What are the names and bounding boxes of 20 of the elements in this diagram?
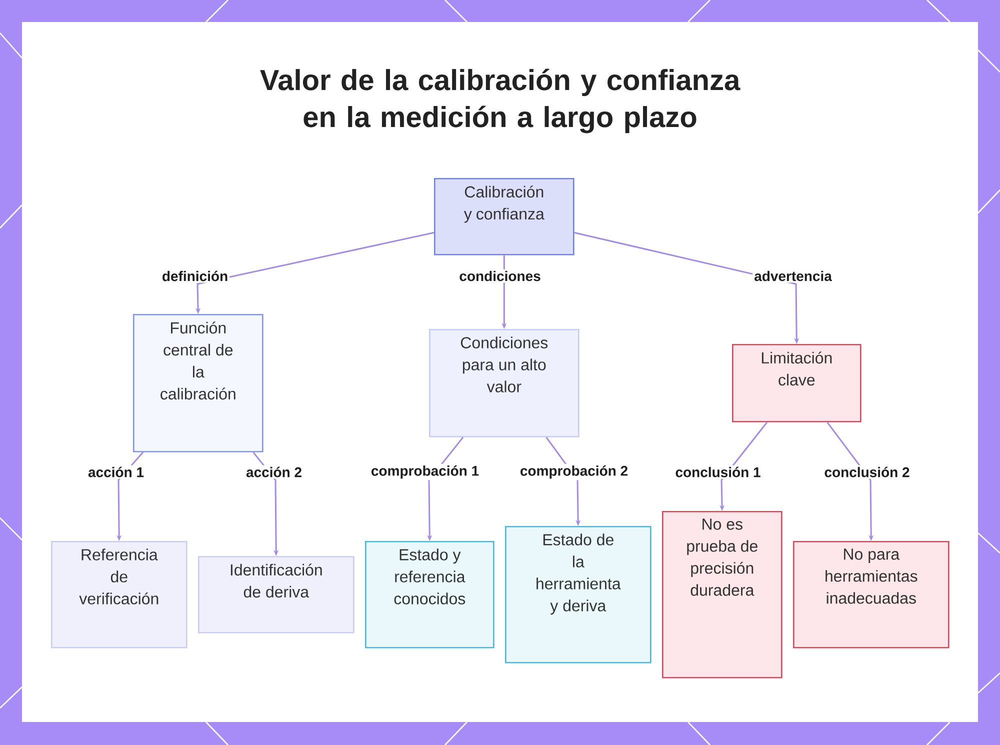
edge-label: conclusión 2 [822,465,912,479]
edge-label: acción 2 [244,465,304,479]
concept-box: Condiciones para un alto valor [429,329,580,438]
concept-box: Limitación clave [732,344,862,422]
concept-box: No para herramientas inadecuadas [793,541,950,648]
concept-box: Identificación de deriva [198,556,354,634]
concept-box: Referencia de verificación [51,541,188,648]
edge-label: comprobación 1 [369,464,481,480]
edge-label: conclusión 1 [674,465,762,479]
concept-box: Estado de la herramienta y deriva [505,526,652,664]
edge-label: condiciones [458,269,542,283]
concept-box: Función central de la calibración [133,314,264,452]
concept-box: Calibración y confianza [434,178,574,256]
edge-label: comprobación 2 [518,464,630,480]
concept-box: Estado y referencia conocidos [365,541,494,648]
edge-label: definición [160,269,230,283]
edge-label: advertencia [752,269,834,283]
concept-box: No es prueba de precisión duradera [662,511,782,678]
title: Valor de la calibración y confianza en la medición a largo plazo [260,68,740,134]
edge-label: acción 1 [86,465,146,479]
